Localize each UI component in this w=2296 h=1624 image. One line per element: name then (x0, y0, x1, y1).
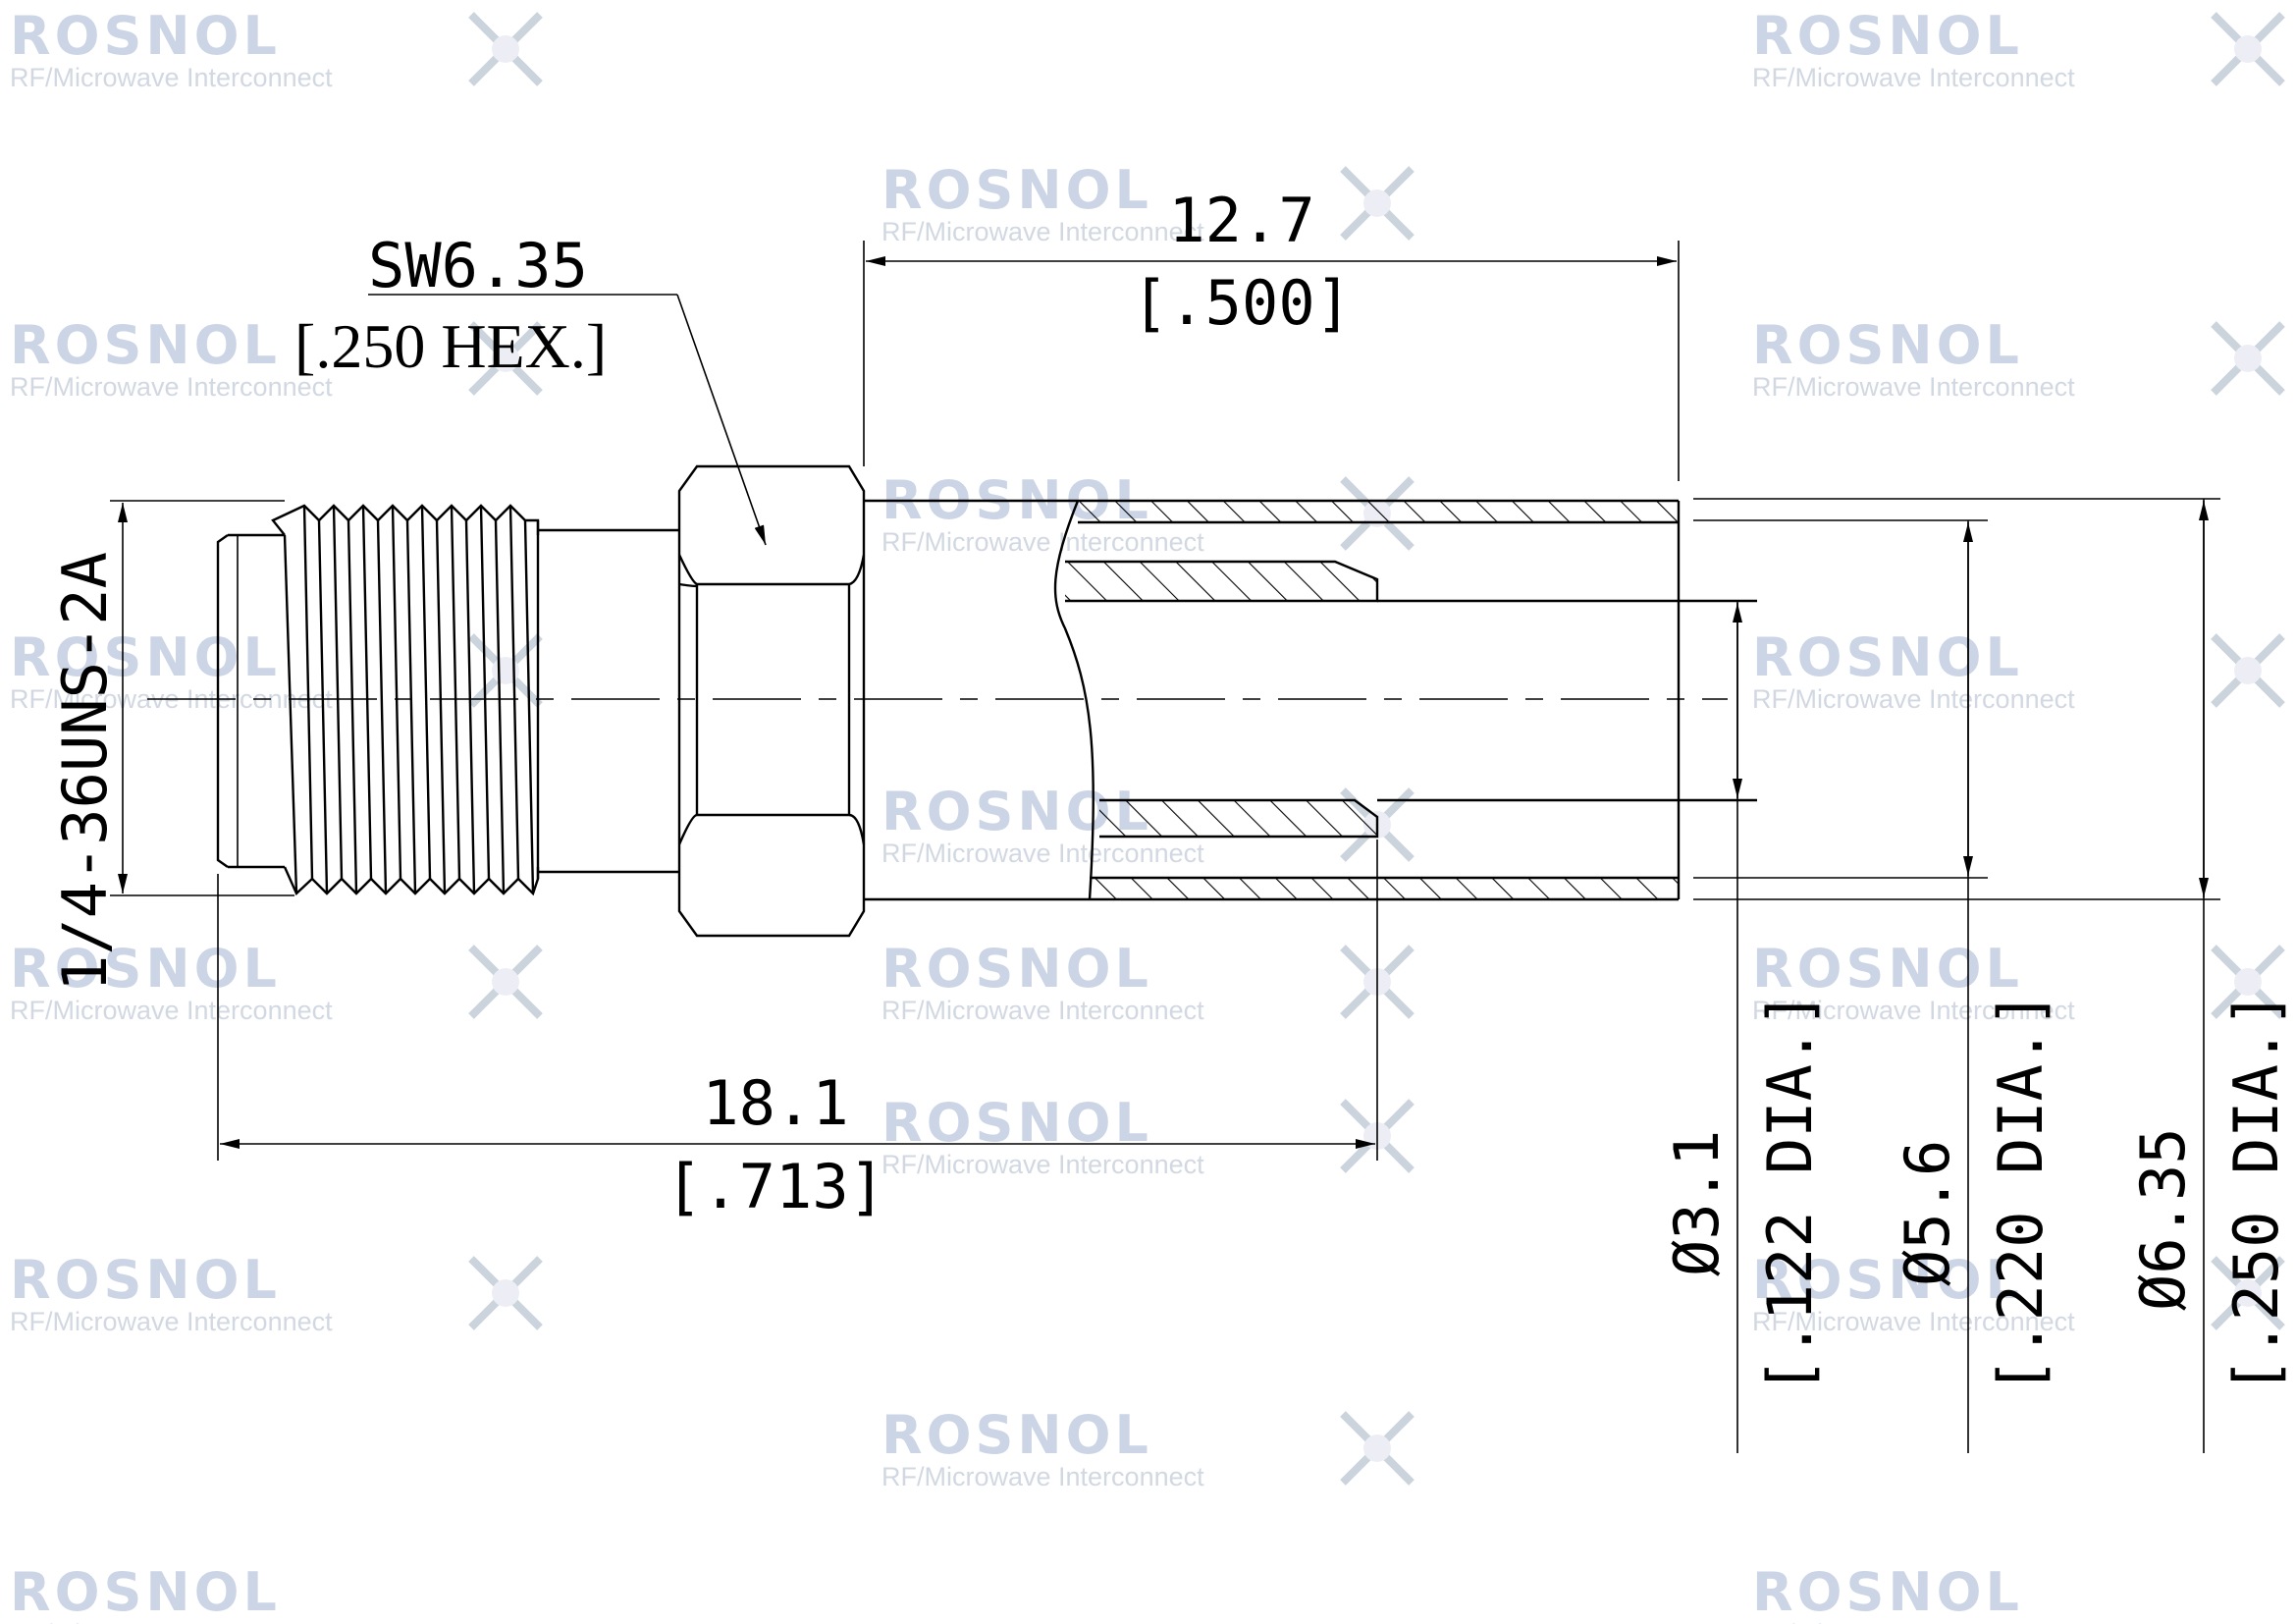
threaded-section (216, 504, 679, 896)
overall-length-in: [.713] (666, 1151, 885, 1222)
dimension-dia-outer: Ø6.35 [.250 DIA.] (1693, 498, 2292, 1453)
svg-text:ROSNOL: ROSNOL (881, 938, 1152, 1000)
svg-text:RF/Microwave Interconnect: RF/Microwave Interconnect (10, 1307, 333, 1336)
watermark: ROSNOL RF/Microwave Interconnect (1752, 1561, 2075, 1624)
brand-logo-icon (2211, 1256, 2285, 1330)
svg-text:ROSNOL: ROSNOL (881, 1404, 1152, 1466)
watermark: ROSNOL RF/Microwave Interconnect (1752, 314, 2285, 402)
watermark-layer: ROSNOL RF/Microwave Interconnect ROSNOL … (10, 5, 2285, 1624)
dimension-dia-inner: Ø3.1 [.122 DIA.] (1661, 601, 1826, 1453)
watermark: ROSNOL RF/Microwave Interconnect (10, 1561, 333, 1624)
svg-text:RF/Microwave Interconnect: RF/Microwave Interconnect (881, 527, 1204, 557)
svg-text:ROSNOL: ROSNOL (1752, 5, 2023, 67)
brand-logo-icon (2211, 12, 2285, 86)
brand-logo-icon (2211, 945, 2285, 1019)
svg-text:ROSNOL: ROSNOL (1752, 938, 2023, 1000)
svg-text:RF/Microwave Interconnect: RF/Microwave Interconnect (881, 217, 1204, 246)
dia-mid-mm: Ø5.6 (1892, 1140, 1963, 1286)
svg-text:ROSNOL: ROSNOL (1752, 1561, 2023, 1623)
svg-text:ROSNOL: ROSNOL (10, 938, 281, 1000)
svg-text:RF/Microwave Interconnect: RF/Microwave Interconnect (881, 996, 1204, 1025)
svg-text:RF/Microwave Interconnect: RF/Microwave Interconnect (1752, 1619, 2075, 1624)
watermark: ROSNOL RF/Microwave Interconnect (881, 1404, 1415, 1491)
watermark: ROSNOL RF/Microwave Interconnect (1752, 938, 2285, 1025)
dia-inner-mm: Ø3.1 (1661, 1130, 1733, 1276)
svg-text:RF/Microwave Interconnect: RF/Microwave Interconnect (1752, 63, 2075, 92)
dia-outer-in: [.250 DIA.] (2220, 991, 2292, 1394)
svg-text:ROSNOL: ROSNOL (10, 626, 281, 688)
watermark: ROSNOL RF/Microwave Interconnect (10, 1249, 543, 1336)
dimension-overall-length: 18.1 [.713] (217, 839, 1378, 1222)
svg-text:RF/Microwave Interconnect: RF/Microwave Interconnect (1752, 372, 2075, 402)
svg-text:RF/Microwave Interconnect: RF/Microwave Interconnect (10, 372, 333, 402)
brand-logo-icon (468, 945, 543, 1019)
svg-text:RF/Microwave Interconnect: RF/Microwave Interconnect (10, 996, 333, 1025)
brand-logo-icon (2211, 633, 2285, 708)
dimension-hex: SW6.35 [.250 HEX.] (294, 230, 767, 546)
watermark: ROSNOL RF/Microwave Interconnect (1752, 1249, 2285, 1336)
overall-length-mm: 18.1 (702, 1067, 848, 1139)
svg-text:RF/Microwave Interconnect: RF/Microwave Interconnect (1752, 996, 2075, 1025)
watermark: ROSNOL RF/Microwave Interconnect (1752, 5, 2285, 92)
svg-text:RF/Microwave Interconnect: RF/Microwave Interconnect (881, 1150, 1204, 1179)
brand-logo-icon (468, 1256, 543, 1330)
svg-text:RF/Microwave Interconnect: RF/Microwave Interconnect (881, 839, 1204, 868)
brand-logo-icon (2211, 321, 2285, 396)
dimension-dia-mid: Ø5.6 [.220 DIA.] (1693, 519, 2056, 1453)
dia-inner-in: [.122 DIA.] (1754, 991, 1826, 1394)
svg-text:RF/Microwave Interconnect: RF/Microwave Interconnect (1752, 1307, 2075, 1336)
svg-text:ROSNOL: ROSNOL (1752, 314, 2023, 376)
svg-text:RF/Microwave Interconnect: RF/Microwave Interconnect (881, 1462, 1204, 1491)
tail-length-mm: 12.7 (1168, 185, 1314, 256)
hex-nut (677, 464, 866, 938)
dimension-thread: 1/4-36UNS-2A (49, 500, 294, 992)
tail-tube (864, 499, 1757, 901)
svg-text:RF/Microwave Interconnect: RF/Microwave Interconnect (10, 1619, 333, 1624)
svg-text:ROSNOL: ROSNOL (1752, 626, 2023, 688)
watermark: ROSNOL RF/Microwave Interconnect (881, 159, 1415, 246)
watermark: ROSNOL RF/Microwave Interconnect (1752, 626, 2285, 714)
svg-text:ROSNOL: ROSNOL (10, 1249, 281, 1311)
watermark: ROSNOL RF/Microwave Interconnect (10, 314, 543, 402)
brand-logo-icon (468, 12, 543, 86)
hex-size-in: [.250 HEX.] (294, 311, 607, 381)
svg-text:ROSNOL: ROSNOL (10, 1561, 281, 1623)
brand-logo-icon (1340, 1411, 1415, 1486)
tail-length-in: [.500] (1132, 267, 1352, 339)
watermark: ROSNOL RF/Microwave Interconnect (881, 938, 1415, 1025)
hex-size-mm: SW6.35 (368, 230, 588, 301)
brand-logo-icon (1340, 166, 1415, 241)
dia-outer-mm: Ø6.35 (2127, 1127, 2199, 1311)
brand-logo-icon (468, 321, 543, 396)
thread-spec: 1/4-36UNS-2A (49, 552, 121, 992)
svg-text:ROSNOL: ROSNOL (10, 5, 281, 67)
svg-text:RF/Microwave Interconnect: RF/Microwave Interconnect (10, 63, 333, 92)
svg-text:RF/Microwave Interconnect: RF/Microwave Interconnect (1752, 684, 2075, 714)
watermark: ROSNOL RF/Microwave Interconnect (881, 1092, 1415, 1179)
watermark: ROSNOL RF/Microwave Interconnect (10, 626, 543, 714)
svg-text:ROSNOL: ROSNOL (1752, 1249, 2023, 1311)
watermark: ROSNOL RF/Microwave Interconnect (10, 5, 543, 92)
watermark: ROSNOL RF/Microwave Interconnect (10, 938, 543, 1025)
svg-text:ROSNOL: ROSNOL (881, 159, 1152, 221)
dimension-tail-length: 12.7 [.500] (863, 185, 1680, 481)
svg-text:ROSNOL: ROSNOL (10, 314, 281, 376)
dia-mid-in: [.220 DIA.] (1985, 991, 2056, 1394)
